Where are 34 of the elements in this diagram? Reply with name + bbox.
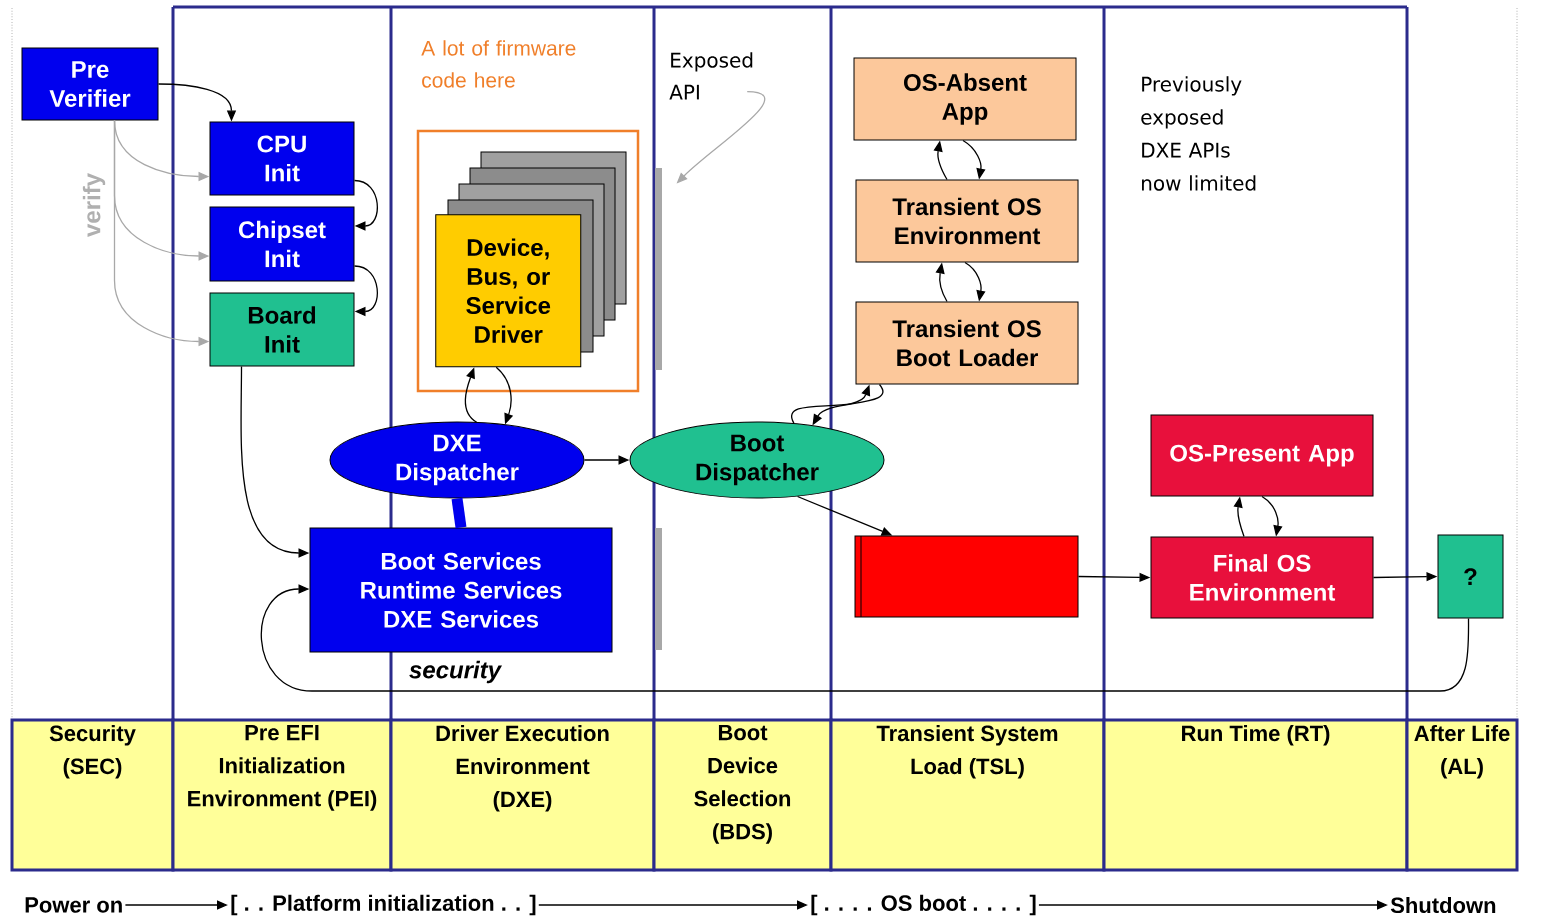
process-box: Pre Verifier xyxy=(21,47,159,121)
arrow xyxy=(353,265,378,317)
timeline-text: [ . . Platform initialization . . ] xyxy=(231,894,536,916)
phase-band: After Life (AL) xyxy=(1405,718,1519,872)
process-box: ? xyxy=(1437,534,1504,619)
edge-label: security xyxy=(409,660,502,684)
side-bar xyxy=(655,168,662,370)
timeline-text: Power on xyxy=(25,897,122,913)
note-text: Previously exposed DXE APIs now limited xyxy=(1141,76,1256,191)
arrow xyxy=(353,179,378,231)
node-label: A lot of firmware code here xyxy=(421,40,576,88)
process-box: CPU Init xyxy=(209,121,355,196)
process-box: Transient OS Environment xyxy=(855,179,1079,263)
process-box: OS-Absent App xyxy=(853,57,1077,141)
phase-band: Transient System Load (TSL) xyxy=(829,718,1106,872)
process-box: Board Init xyxy=(209,292,355,367)
timeline-text: Shutdown xyxy=(1390,896,1496,914)
process-box: OS-Present App xyxy=(1150,414,1374,497)
connector-stem xyxy=(451,497,467,529)
process-box: Chipset Init xyxy=(209,206,355,282)
phase-band: Security (SEC) xyxy=(10,718,175,872)
timeline-text: [ . . . . OS boot . . . . ] xyxy=(811,894,1036,916)
note-text: Exposed API xyxy=(669,52,753,100)
services-box: Boot Services Runtime Services DXE Services xyxy=(309,527,613,653)
phase-band: Driver Execution Environment (DXE) xyxy=(389,718,656,872)
side-label: verify xyxy=(82,173,106,237)
process-box: Final OS Environment xyxy=(1150,536,1374,619)
phase-band: Pre EFI Initialization Environment (PEI) xyxy=(171,718,393,872)
arrow xyxy=(260,584,1470,692)
process-box: Transient OS Boot Loader xyxy=(855,301,1079,385)
side-bar xyxy=(655,528,662,650)
boot-loader-box xyxy=(854,535,1079,618)
driver-box: Device, Bus, or Service Driver xyxy=(435,214,582,368)
phase-band: Boot Device Selection (BDS) xyxy=(652,718,833,872)
